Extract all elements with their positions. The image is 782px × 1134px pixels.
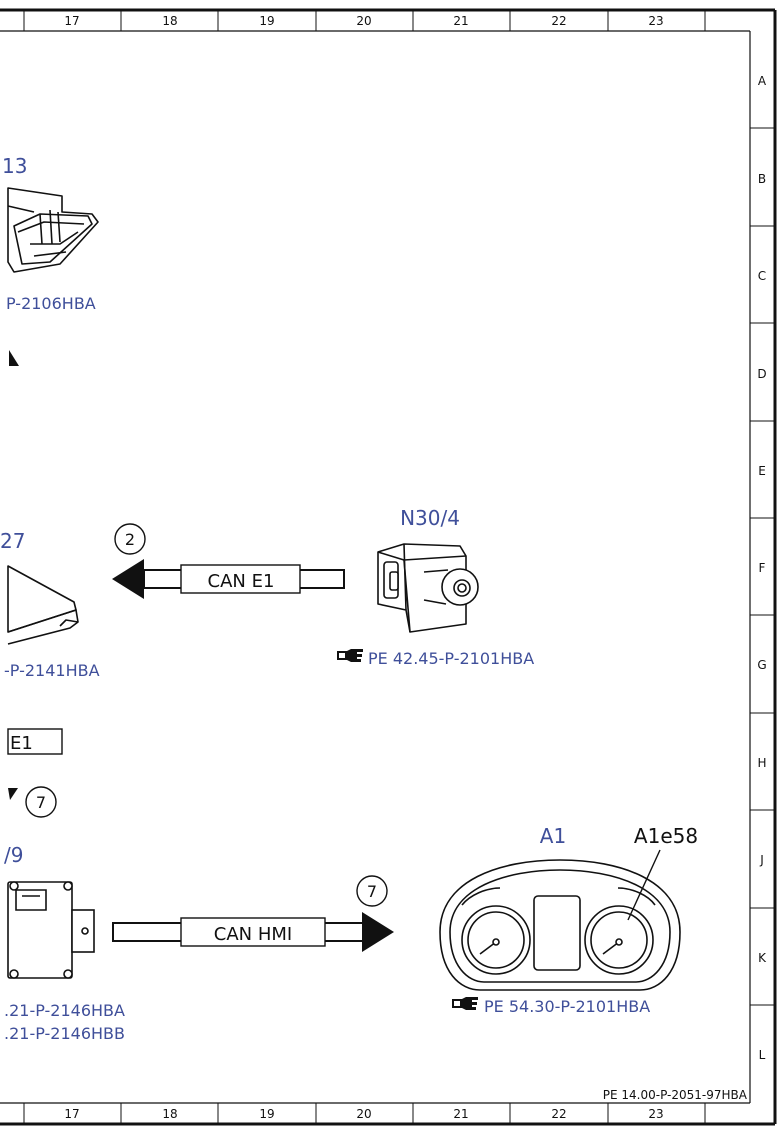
row-label: E xyxy=(758,464,766,478)
column-label-top: 19 xyxy=(259,14,274,28)
row-label: F xyxy=(759,561,766,575)
reference-link[interactable]: P-2106HBA xyxy=(6,294,96,313)
connection-number: 7 xyxy=(36,793,46,812)
reference-link[interactable]: .21-P-2146HBB xyxy=(4,1024,125,1043)
column-label-top: 23 xyxy=(648,14,663,28)
row-label: G xyxy=(757,658,766,672)
arrow-head-icon xyxy=(9,350,19,366)
column-label-top: 17 xyxy=(64,14,79,28)
pointing-hand-icon xyxy=(337,649,363,662)
arrow-head-icon xyxy=(8,788,18,800)
pointing-hand-icon xyxy=(452,997,478,1010)
column-label-bottom: 19 xyxy=(259,1107,274,1121)
component-label: 27 xyxy=(0,529,25,553)
esp-control-unit-illustration xyxy=(377,543,479,633)
row-label: H xyxy=(757,756,766,770)
reference-link[interactable]: PE 42.45-P-2101HBA xyxy=(368,649,534,668)
bus-label: CAN E1 xyxy=(208,571,275,592)
document-id: PE 14.00-P-2051-97HBA xyxy=(603,1088,748,1102)
can-e1-connection: CAN E1 2 xyxy=(112,523,345,599)
column-label-bottom: 18 xyxy=(162,1107,177,1121)
frame xyxy=(0,8,777,1126)
column-label-top: 22 xyxy=(551,14,566,28)
row-label: D xyxy=(757,367,766,381)
component-label: /9 xyxy=(4,843,23,867)
can-hmi-connection: CAN HMI 7 xyxy=(112,875,394,952)
control-unit-illustration xyxy=(7,187,99,273)
bus-box xyxy=(7,728,63,755)
component-label: 13 xyxy=(2,154,27,178)
row-label: B xyxy=(758,172,766,186)
instrument-cluster-illustration xyxy=(439,849,681,991)
column-label-bottom: 21 xyxy=(453,1107,468,1121)
row-label: A xyxy=(758,74,767,88)
arrow-right-icon xyxy=(362,912,394,952)
column-label-bottom: 22 xyxy=(551,1107,566,1121)
row-label: L xyxy=(759,1048,766,1062)
control-unit-illustration xyxy=(7,565,79,645)
column-label-top: 18 xyxy=(162,14,177,28)
reference-link[interactable]: .21-P-2146HBA xyxy=(4,1001,125,1020)
component-label: A1 xyxy=(540,824,566,848)
column-label-bottom: 23 xyxy=(648,1107,663,1121)
row-label: K xyxy=(758,951,767,965)
row-label: J xyxy=(759,853,764,867)
bus-label: CAN HMI xyxy=(214,924,292,945)
reference-link[interactable]: -P-2141HBA xyxy=(4,661,100,680)
connection-number: 7 xyxy=(367,882,377,901)
reference-link[interactable]: PE 54.30-P-2101HBA xyxy=(484,997,650,1016)
column-label-top: 21 xyxy=(453,14,468,28)
row-label: C xyxy=(758,269,766,283)
bus-label: E1 xyxy=(10,733,33,754)
connection-number: 2 xyxy=(125,530,135,549)
column-label-bottom: 20 xyxy=(356,1107,371,1121)
sub-component-label: A1e58 xyxy=(634,824,698,848)
component-label: N30/4 xyxy=(400,506,460,530)
arrow-left-icon xyxy=(112,559,144,599)
column-label-top: 20 xyxy=(356,14,371,28)
column-label-bottom: 17 xyxy=(64,1107,79,1121)
control-unit-illustration xyxy=(7,881,95,979)
